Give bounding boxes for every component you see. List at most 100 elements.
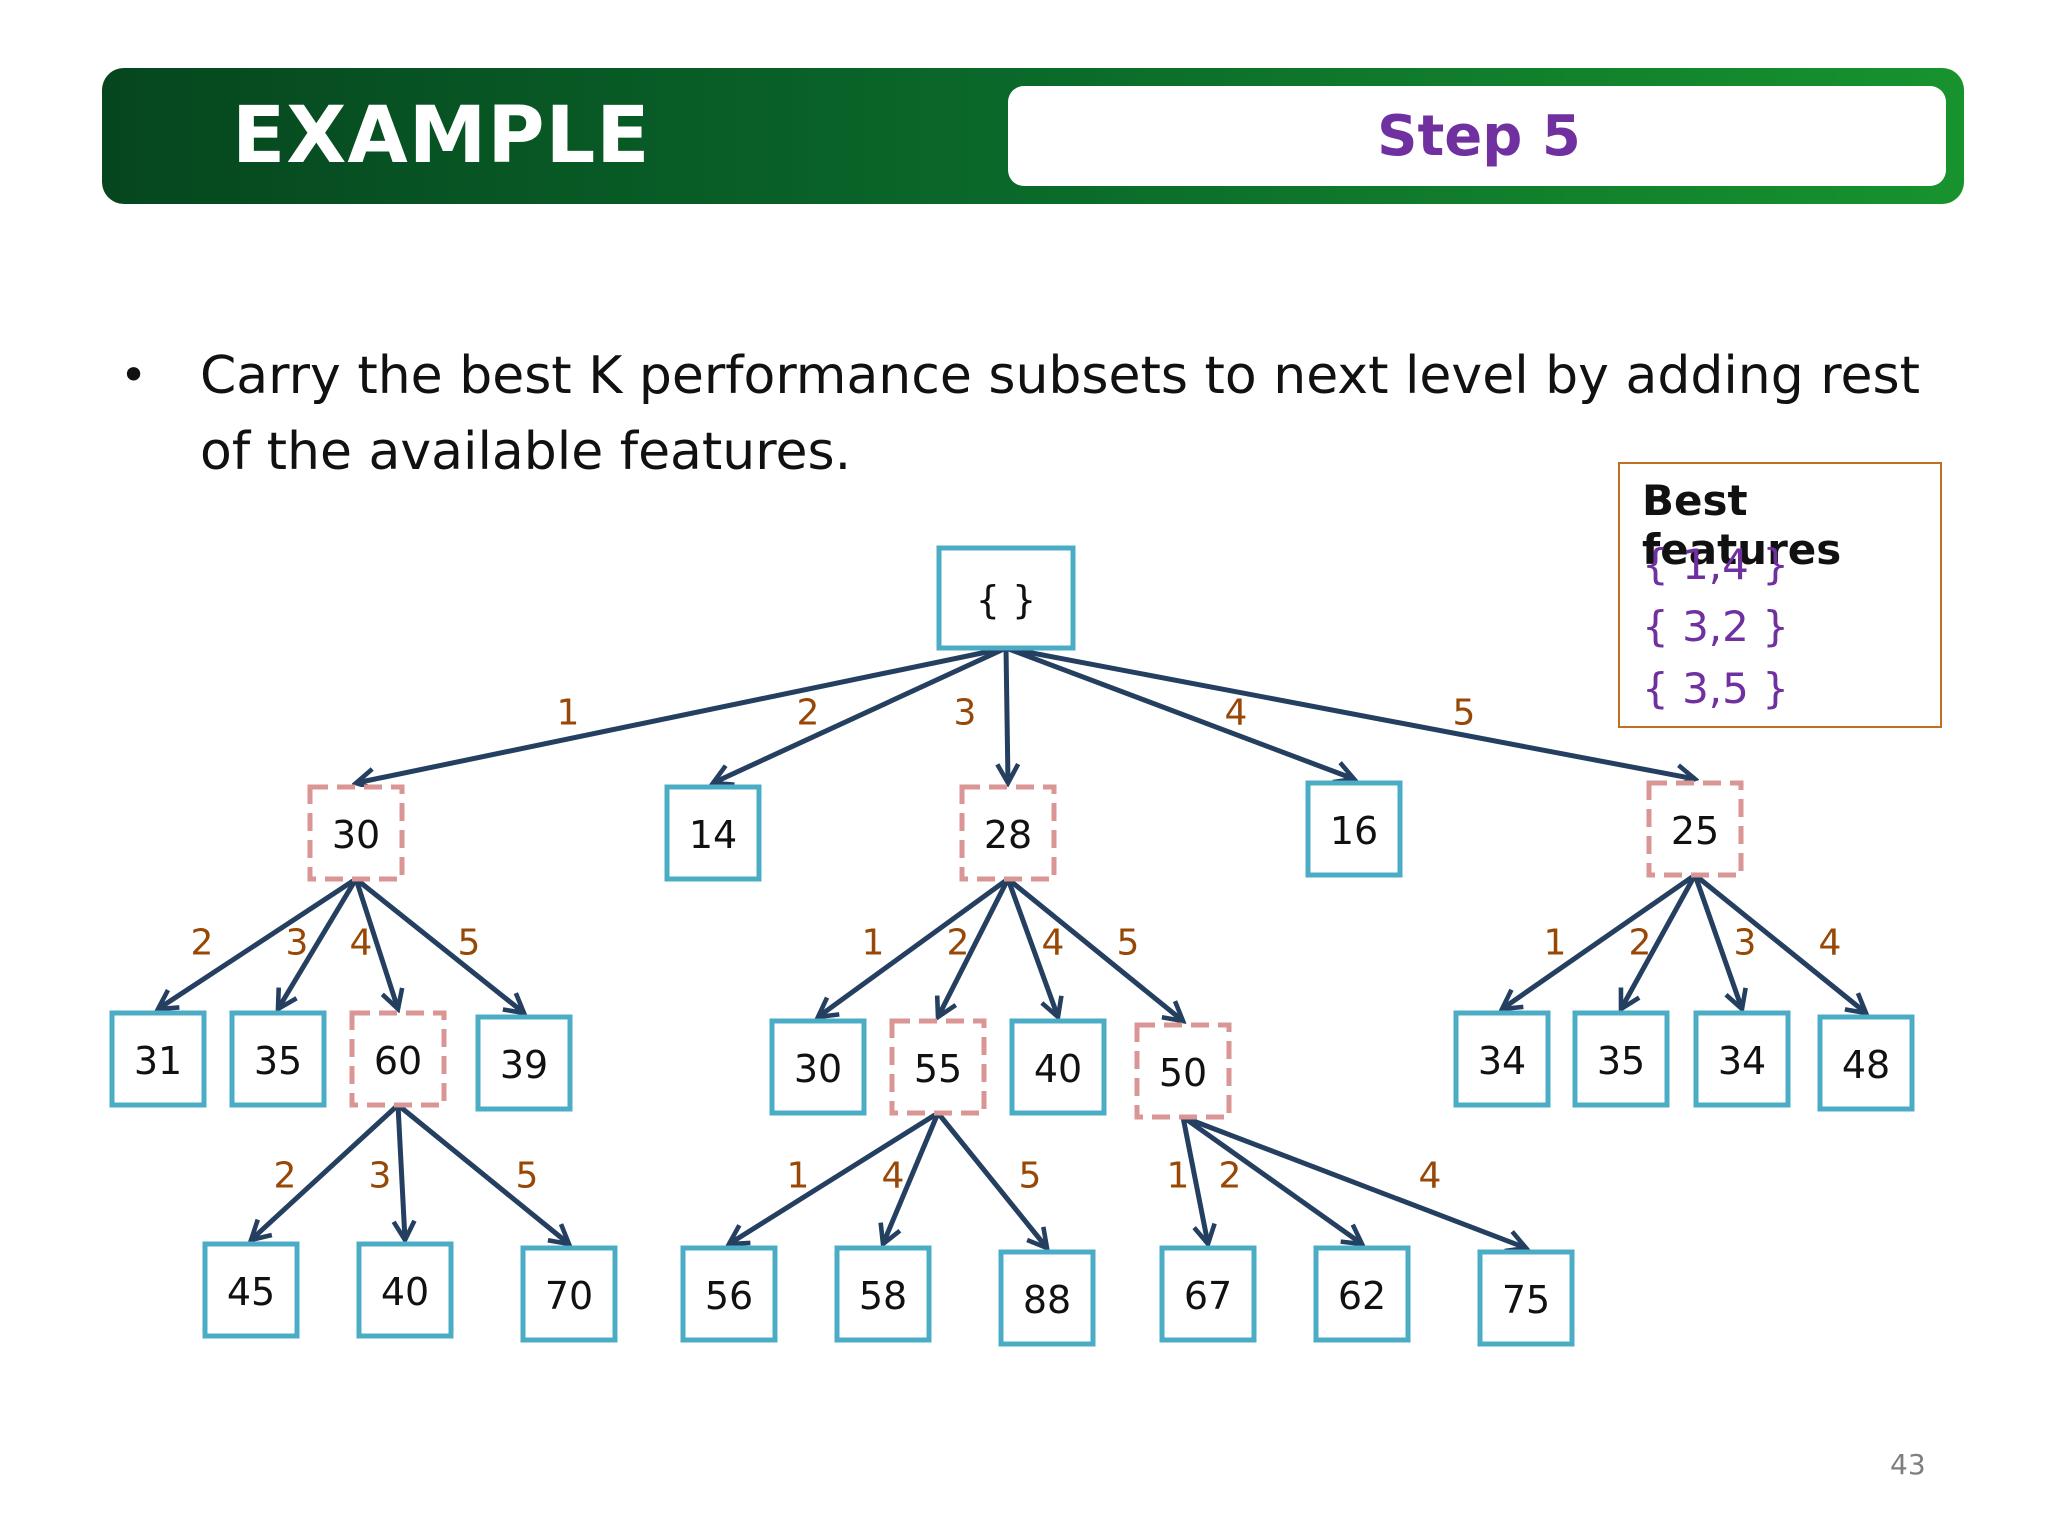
- edge-feature-label: 2: [797, 693, 820, 734]
- best-subset-box: [307, 784, 405, 882]
- level3-node: 75: [1477, 1249, 1575, 1347]
- subset-box: [1477, 1249, 1575, 1347]
- node-value: 50: [1159, 1051, 1207, 1095]
- level3-node: 67: [1159, 1245, 1257, 1343]
- level3-node: 40: [356, 1241, 454, 1339]
- node-value: 25: [1671, 809, 1719, 853]
- level2-node: 60: [349, 1010, 447, 1108]
- tree-edge-arrow: [251, 1103, 400, 1240]
- edge-feature-label: 5: [1019, 1156, 1042, 1197]
- edge-feature-label: 4: [882, 1156, 905, 1197]
- step-label: Step 5: [1377, 103, 1581, 169]
- best-feature-item: { 3,2 }: [1642, 602, 1789, 651]
- edge-feature-label: 1: [787, 1156, 810, 1197]
- node-value: 35: [1597, 1039, 1645, 1083]
- node-value: 75: [1502, 1278, 1550, 1322]
- node-value: 58: [859, 1274, 907, 1318]
- edge-feature-label: 1: [862, 923, 885, 964]
- level3-node: 58: [834, 1245, 932, 1343]
- slide-title: EXAMPLE: [232, 91, 651, 181]
- level3-node: 56: [680, 1245, 778, 1343]
- root-node: { }: [936, 545, 1076, 651]
- subset-box: [1817, 1014, 1915, 1112]
- tree-edge-arrow: [936, 1111, 1047, 1248]
- tree-edge-arrow: [356, 645, 1007, 783]
- tree-edge-arrow: [1006, 647, 1008, 783]
- subset-box: [834, 1245, 932, 1343]
- best-subset-box: [889, 1018, 987, 1116]
- level2-node: 39: [475, 1014, 573, 1112]
- edge-feature-label: 1: [1167, 1156, 1190, 1197]
- edge-feature-label: 4: [1042, 923, 1065, 964]
- subset-box: [229, 1010, 327, 1108]
- tree-edge-arrow: [353, 878, 398, 1009]
- level2-node: 48: [1817, 1014, 1915, 1112]
- tree-edge-arrow: [398, 1104, 405, 1240]
- edge-feature-label: 3: [286, 923, 309, 964]
- subset-box: [1693, 1010, 1791, 1108]
- tree-edge-arrow: [354, 877, 524, 1013]
- subset-box: [520, 1245, 618, 1343]
- level2-node: 50: [1134, 1022, 1232, 1120]
- tree-edge-arrow: [883, 1112, 941, 1244]
- level2-node: 30: [769, 1018, 867, 1116]
- best-feature-item: { 3,5 }: [1642, 664, 1789, 713]
- tree-edge-arrow: [158, 876, 358, 1009]
- edge-feature-label: 2: [1219, 1156, 1242, 1197]
- tree-edge-arrow: [729, 1110, 940, 1244]
- subset-box: [1305, 780, 1403, 878]
- level2-node: 40: [1009, 1018, 1107, 1116]
- node-value: 60: [374, 1039, 422, 1083]
- tree-edge-arrow: [938, 877, 1011, 1017]
- subset-box: [1009, 1018, 1107, 1116]
- edge-feature-label: 5: [516, 1156, 539, 1197]
- edge-feature-label: 5: [458, 923, 481, 964]
- level2-node: 35: [1572, 1010, 1670, 1108]
- node-value: 39: [500, 1043, 548, 1087]
- edge-feature-label: 5: [1453, 693, 1476, 734]
- node-value: { }: [976, 578, 1036, 622]
- node-value: 14: [689, 813, 737, 857]
- level2-node: 35: [229, 1010, 327, 1108]
- level3-node: 45: [202, 1241, 300, 1339]
- best-subset-box: [349, 1010, 447, 1108]
- level3-node: 70: [520, 1245, 618, 1343]
- page-number: 43: [1890, 1448, 1926, 1481]
- bullet-icon: •: [120, 348, 148, 402]
- level2-node: 55: [889, 1018, 987, 1116]
- tree-edge-arrow: [713, 645, 1008, 783]
- subset-box: [936, 545, 1076, 651]
- bullet-text: Carry the best K performance subsets to …: [200, 346, 1921, 482]
- tree-edge-arrow: [1693, 873, 1866, 1013]
- node-value: 35: [254, 1039, 302, 1083]
- edge-feature-label: 2: [191, 923, 214, 964]
- level1-node: 14: [664, 784, 762, 882]
- subset-box: [475, 1014, 573, 1112]
- best-feature-item: { 1,4 }: [1642, 540, 1789, 589]
- best-features-title: Best features: [1642, 476, 1842, 574]
- node-value: 34: [1478, 1039, 1526, 1083]
- level1-node: 30: [307, 784, 405, 882]
- edge-feature-label: 2: [947, 923, 970, 964]
- level1-node: 25: [1646, 780, 1744, 878]
- subset-box: [1453, 1010, 1551, 1108]
- level1-node: 28: [959, 784, 1057, 882]
- node-value: 40: [381, 1270, 429, 1314]
- edge-feature-label: 5: [1117, 923, 1140, 964]
- subset-box: [202, 1241, 300, 1339]
- edge-feature-label: 2: [274, 1156, 297, 1197]
- edge-feature-label: 1: [1544, 923, 1567, 964]
- node-value: 34: [1718, 1039, 1766, 1083]
- tree-edge-arrow: [1005, 878, 1058, 1017]
- edge-feature-label: 3: [1734, 923, 1757, 964]
- edge-feature-label: 4: [1419, 1156, 1442, 1197]
- best-subset-box: [959, 784, 1057, 882]
- node-value: 40: [1034, 1047, 1082, 1091]
- subset-box: [1572, 1010, 1670, 1108]
- level3-node: 88: [998, 1249, 1096, 1347]
- edge-feature-label: 1: [557, 693, 580, 734]
- tree-edge-arrow: [818, 876, 1010, 1017]
- level2-node: 34: [1693, 1010, 1791, 1108]
- subset-box: [998, 1249, 1096, 1347]
